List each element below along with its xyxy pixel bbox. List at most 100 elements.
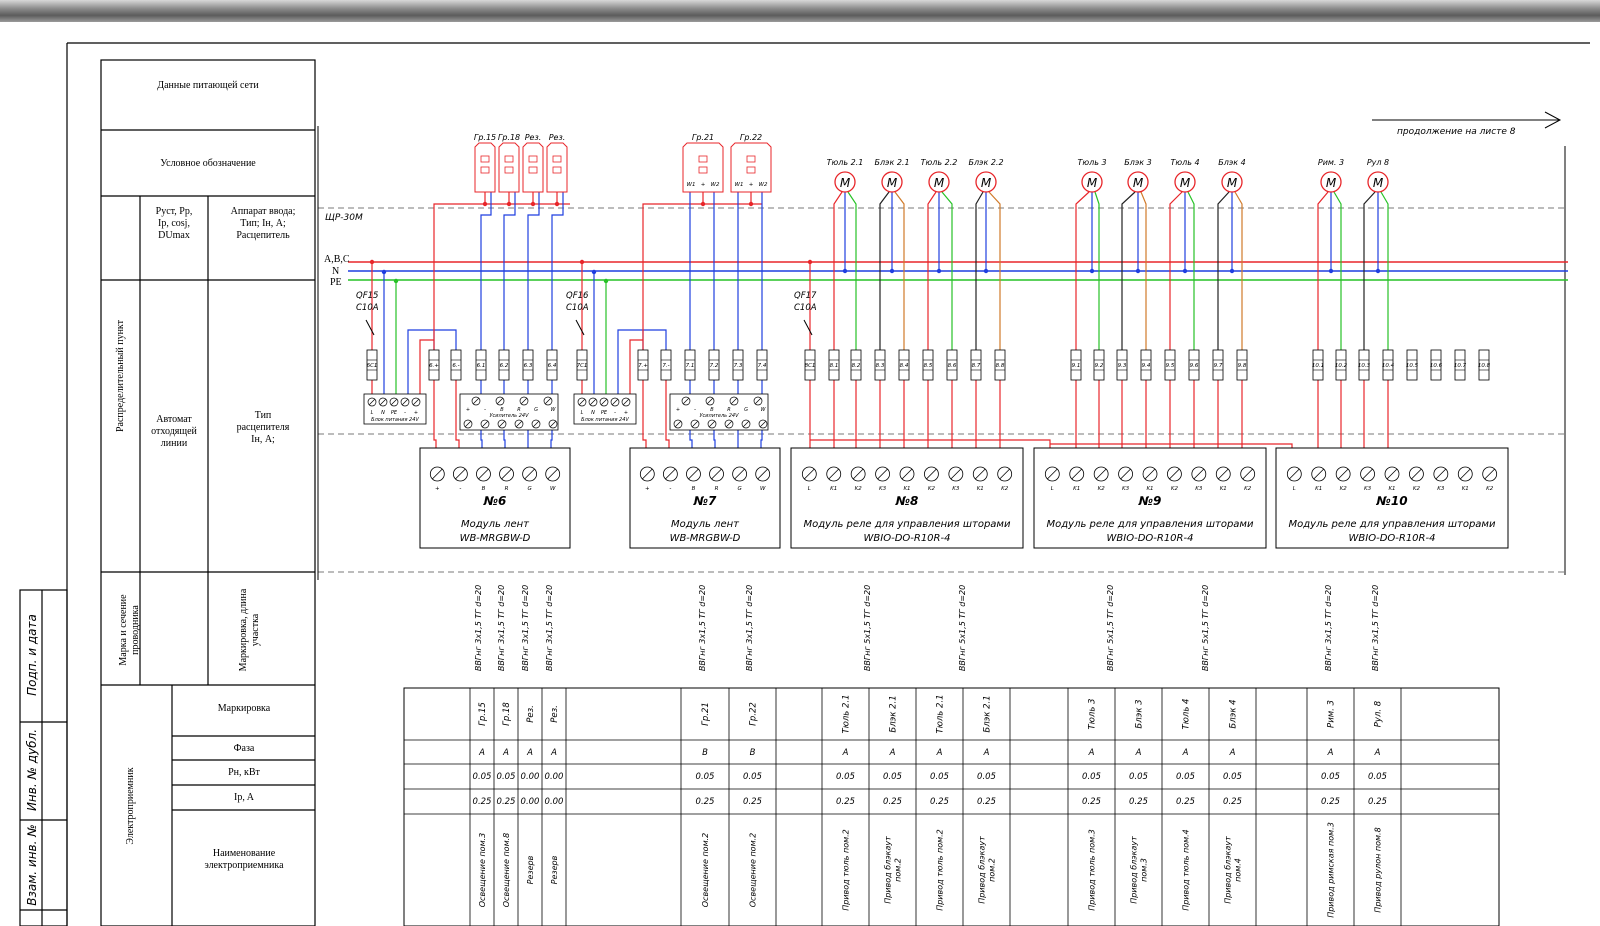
consumer-name: Привод римская пом.3	[1327, 822, 1336, 918]
input-device-3: Расцепитель	[236, 230, 290, 241]
amp-terminal-slash	[742, 420, 750, 428]
cable-label-4: ВВГнг 3х1,5 ТГ d=20	[698, 585, 707, 671]
motor-wire-a	[927, 191, 937, 350]
cable-label-1: ВВГнг 3х1,5 ТГ d=20	[497, 585, 506, 671]
junction-dot	[1089, 268, 1095, 274]
amp-terminal-label: +	[466, 407, 470, 413]
amp-body	[459, 393, 559, 431]
consumer-pn: 0.05	[1223, 772, 1242, 782]
motor-7: Блэк 4M	[1218, 158, 1246, 193]
module-terminal	[545, 466, 561, 482]
motor-icon	[1081, 171, 1103, 193]
module-terminal	[1409, 466, 1424, 482]
top-box-g15: Гр.15	[474, 133, 496, 193]
top-box-rez1: Рез.	[522, 133, 544, 193]
consumer-mark: Тюль 4	[1182, 699, 1192, 730]
terminal-body	[756, 349, 768, 381]
psu-terminal-label: +	[624, 410, 628, 416]
amp-terminal-slash	[708, 420, 716, 428]
psu-terminal-slash	[622, 398, 630, 406]
top-box-body	[474, 142, 496, 193]
module-terminal-label: K1	[903, 486, 910, 492]
supply-label: Данные питающей сети	[157, 80, 259, 91]
terminal-label: 6.2	[500, 363, 509, 369]
consumer-ip: 0.25	[883, 797, 902, 807]
module-terminal-label: K3	[1437, 486, 1445, 492]
psu-terminal-label: -	[614, 410, 616, 416]
amp-terminal-slash	[730, 397, 738, 405]
amp-terminal	[519, 396, 529, 406]
module-terminal-label: K2	[1244, 486, 1252, 492]
consumer-phase: A	[936, 748, 943, 758]
module-terminal	[429, 466, 445, 482]
module-terminal-slash	[757, 468, 768, 480]
stamp-replaced-inv: Взам. инв. №	[25, 824, 39, 905]
motor-icon	[928, 171, 950, 193]
module-terminal-slash	[432, 468, 443, 480]
terminal-body	[1382, 349, 1394, 381]
amp-terminal-slash	[725, 420, 733, 428]
terminal-body	[1236, 349, 1248, 381]
amp-terminal-slash	[520, 397, 528, 405]
led-plus-bus	[433, 203, 570, 350]
module-terminal-slash	[1095, 468, 1107, 480]
psu-terminal-label: -	[404, 410, 406, 416]
terminal-label: 10.8	[1478, 363, 1491, 369]
terminal-label: 9.8	[1238, 363, 1247, 369]
consumer-phase: B	[750, 748, 756, 758]
consumer-mark: Рул. 8	[1374, 700, 1384, 727]
terminal-label: 8C1	[805, 363, 816, 369]
module-terminal-slash	[1313, 468, 1325, 480]
motor-wire-a	[975, 191, 984, 350]
amp-terminal	[495, 396, 505, 406]
consumer-name: Привод блэкаут	[1224, 836, 1233, 904]
module-terminal	[1118, 466, 1133, 482]
consumer-mark: Рез.	[550, 705, 560, 723]
terminal-body	[1070, 349, 1082, 381]
amp-terminal	[673, 419, 683, 429]
junction-dot	[1182, 268, 1188, 274]
terminal-label: 7.+	[638, 363, 648, 369]
top-box-label: Гр.15	[474, 133, 496, 142]
consumer-pn: 0.05	[1129, 772, 1148, 782]
terminal-body	[660, 349, 672, 381]
amp-terminal-slash	[682, 397, 690, 405]
terminal-t6-4: 6.2	[498, 349, 510, 381]
row-pn-label: Рн, кВт	[228, 767, 260, 778]
motor-label: Тюль 2.2	[921, 158, 958, 167]
module-terminal	[686, 466, 701, 482]
input-device-2: Тип; Iн, А;	[240, 218, 286, 229]
terminal-label: 7.4	[758, 363, 767, 369]
release-type-1: Тип	[255, 410, 272, 421]
terminal-body	[546, 349, 558, 381]
amp-terminal-slash	[498, 420, 506, 428]
top-box-led	[528, 155, 538, 163]
module-terminal-label: W	[550, 486, 556, 492]
motor-icon	[1320, 171, 1342, 193]
module-terminal	[1335, 466, 1351, 482]
consumer-phase: A	[526, 748, 533, 758]
module-terminal-slash	[1071, 468, 1083, 480]
amp-wire	[643, 329, 667, 350]
motor-wire-a	[879, 191, 890, 350]
consumer-pn: 0.05	[1082, 772, 1101, 782]
terminal-t10-3: 10.4	[1382, 349, 1395, 381]
consumer-phase: A	[1088, 748, 1095, 758]
led-plus-bus	[642, 203, 762, 350]
module-terminal-label: L	[1051, 486, 1054, 492]
psu-terminal-label: +	[414, 410, 418, 416]
motor-icon	[1221, 171, 1243, 193]
terminal-body	[1188, 349, 1200, 381]
amp-terminal	[514, 419, 524, 429]
bus-lines	[348, 261, 1568, 281]
terminal-t9-6: 9.7	[1212, 349, 1224, 381]
terminal-label: 8.5	[924, 363, 933, 369]
module-terminal	[899, 466, 915, 482]
amp-terminal	[724, 419, 734, 429]
consumer-ip: 0.25	[1176, 797, 1195, 807]
module-terminal-slash	[524, 468, 535, 480]
